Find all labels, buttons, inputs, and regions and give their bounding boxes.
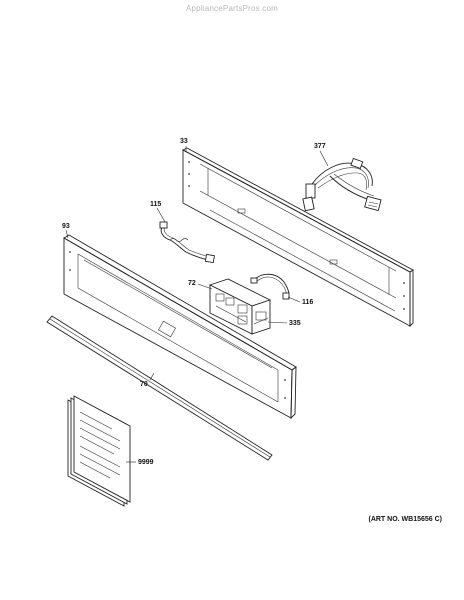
leader-lines [65, 146, 329, 463]
callout-70: 70 [140, 381, 148, 388]
rear-control-panel [182, 147, 414, 328]
callout-115: 115 [150, 201, 162, 208]
control-board [208, 278, 272, 335]
callout-335: 335 [289, 320, 301, 327]
front-control-panel [63, 234, 297, 420]
wire-harness [302, 157, 382, 212]
art-number: (ART NO. WB15656 C) [368, 516, 442, 523]
manual-booklet [67, 395, 131, 507]
callout-9999: 9999 [138, 459, 154, 466]
wiring-cable-115 [159, 221, 215, 264]
trim-strip [46, 315, 273, 461]
callout-33: 33 [180, 138, 188, 145]
callout-116: 116 [302, 299, 314, 306]
callout-377: 377 [314, 143, 326, 150]
cable-clip-116 [250, 273, 290, 300]
callout-93: 93 [62, 223, 70, 230]
callout-72: 72 [188, 280, 196, 287]
watermark-text: AppliancePartsPros.com [186, 4, 278, 13]
